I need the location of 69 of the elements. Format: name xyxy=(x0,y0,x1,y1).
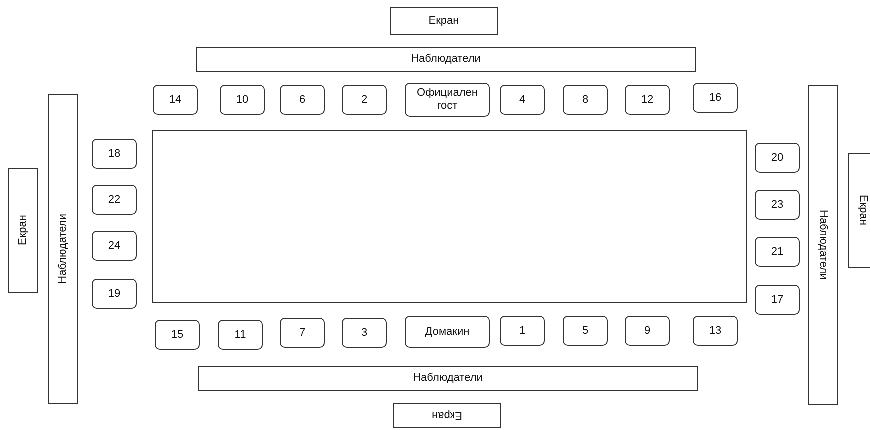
seat-label: 10 xyxy=(236,94,249,106)
screen-label: Екран xyxy=(432,409,462,422)
seat-label: 22 xyxy=(108,194,121,206)
seat-label: 2 xyxy=(361,94,368,106)
seat-box xyxy=(693,316,738,346)
seat-label: 7 xyxy=(299,326,306,340)
seat-box xyxy=(755,285,800,315)
table-outline xyxy=(152,130,747,303)
seat-label: 16 xyxy=(709,92,722,104)
seat-box xyxy=(755,190,800,220)
seat-label: 21 xyxy=(771,246,784,258)
seat-box xyxy=(280,318,325,348)
seat-label: 9 xyxy=(644,324,651,338)
seat-label: 13 xyxy=(709,324,722,338)
screen-label: Екран xyxy=(428,14,460,28)
seat-box xyxy=(220,85,265,115)
seat-label: 20 xyxy=(771,152,784,164)
seat-box xyxy=(155,320,200,350)
seat-box xyxy=(280,85,325,115)
observers-band xyxy=(198,366,698,391)
seat-label: 8 xyxy=(582,94,589,106)
seat-label: 14 xyxy=(169,94,182,106)
seat-box xyxy=(625,85,670,115)
seat-box xyxy=(500,85,545,115)
seat-label: 11 xyxy=(234,328,246,342)
seat-label: 19 xyxy=(108,288,121,300)
seat-box xyxy=(693,83,738,113)
seat-box xyxy=(563,316,608,346)
seat-label: 1 xyxy=(519,324,526,338)
seat-label: 23 xyxy=(771,198,784,212)
observers-label: Наблюдатели xyxy=(411,53,481,66)
seat-label: Домакин xyxy=(425,326,470,338)
screen-box xyxy=(393,403,501,428)
observers-label: Наблюдатели xyxy=(413,372,483,385)
seat-label: 24 xyxy=(108,240,121,252)
seat-label: 17 xyxy=(771,294,784,306)
screen-label: Екран xyxy=(856,195,870,226)
seat-label: Официален гост xyxy=(416,87,479,113)
seat-box xyxy=(405,83,490,117)
seat-box xyxy=(755,237,800,267)
observers-band xyxy=(48,94,78,404)
seat-label: 4 xyxy=(519,94,526,106)
seat-box xyxy=(218,320,263,350)
screen-label: Екран xyxy=(16,215,30,246)
seat-box xyxy=(563,85,608,115)
seat-box xyxy=(92,139,137,169)
seat-label: 12 xyxy=(641,94,654,106)
seat-box xyxy=(500,316,545,346)
seat-label: 6 xyxy=(299,94,306,106)
seat-box xyxy=(625,316,670,346)
seat-box xyxy=(153,85,198,115)
seat-label: 15 xyxy=(171,328,184,342)
seat-box xyxy=(755,143,800,173)
seat-label: 3 xyxy=(361,326,368,340)
seat-box xyxy=(405,316,490,348)
seat-box xyxy=(92,185,137,215)
observers-band xyxy=(808,85,838,405)
screen-box xyxy=(8,168,38,293)
seat-box xyxy=(92,231,137,261)
seat-label: 18 xyxy=(108,148,121,160)
seat-box xyxy=(342,318,387,348)
screen-box xyxy=(390,7,498,35)
observers-label: Наблюдатели xyxy=(56,214,70,284)
observers-band xyxy=(196,47,696,72)
observers-label: Наблюдатели xyxy=(816,210,830,280)
seat-box xyxy=(342,85,387,115)
seat-box xyxy=(92,279,137,309)
screen-box xyxy=(848,153,870,268)
seat-label: 5 xyxy=(582,324,589,338)
